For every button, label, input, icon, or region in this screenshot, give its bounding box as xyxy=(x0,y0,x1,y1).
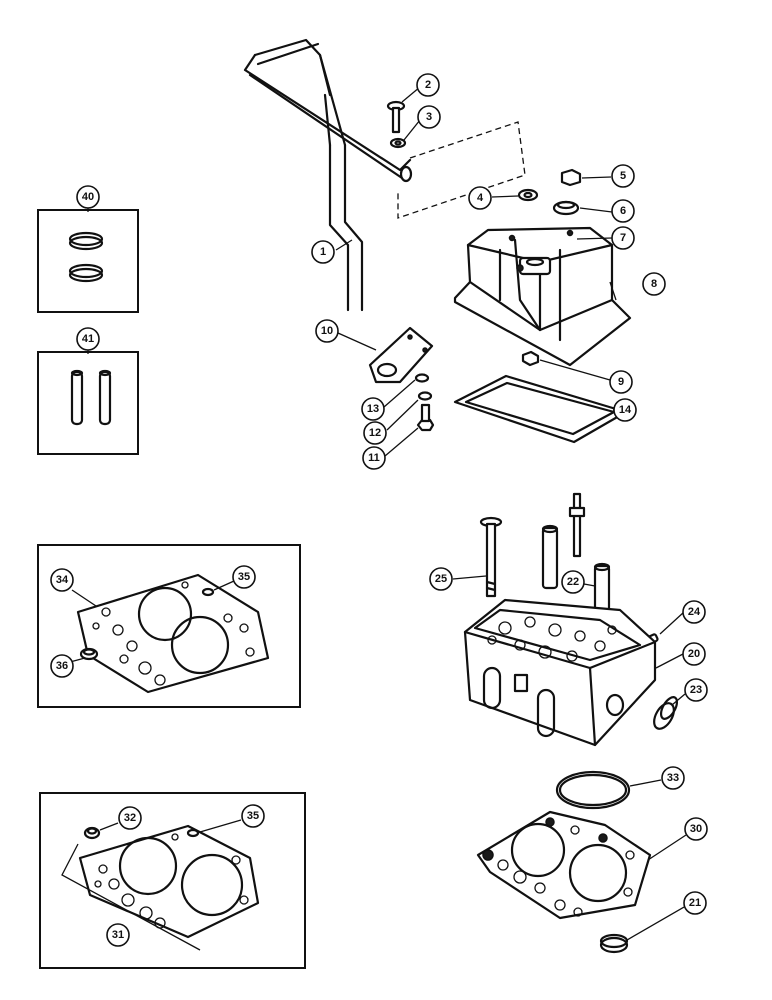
svg-text:24: 24 xyxy=(688,606,701,618)
svg-text:13: 13 xyxy=(367,403,379,415)
callout-25: 25 xyxy=(429,567,453,591)
ring-part-21 xyxy=(599,933,629,954)
svg-text:35: 35 xyxy=(247,810,259,822)
kit-box-41 xyxy=(37,350,139,455)
bolt-part-2 xyxy=(386,100,406,134)
head-gasket-part-30 xyxy=(476,810,652,920)
seal-ring-part-33 xyxy=(555,770,631,810)
washer-part-12 xyxy=(417,391,433,401)
head-bolt-part-25 xyxy=(479,516,503,598)
callout-32: 32 xyxy=(118,806,142,830)
lift-bar-part-1 xyxy=(243,38,413,312)
svg-text:14: 14 xyxy=(619,404,632,416)
callout-31: 31 xyxy=(106,923,130,947)
kit-box-gasket-31 xyxy=(39,792,306,969)
svg-text:10: 10 xyxy=(321,325,333,337)
svg-text:12: 12 xyxy=(369,427,381,439)
callout-21: 21 xyxy=(683,891,707,915)
svg-text:32: 32 xyxy=(124,812,136,824)
nut-part-9 xyxy=(521,350,540,367)
nut-part-5 xyxy=(560,168,582,187)
svg-text:20: 20 xyxy=(688,648,700,660)
svg-text:25: 25 xyxy=(435,573,447,585)
valve-cover-part-8 xyxy=(453,226,632,367)
leader-lines xyxy=(69,86,687,941)
callout-6: 6 xyxy=(611,199,635,223)
svg-text:34: 34 xyxy=(56,574,69,586)
stud-part xyxy=(568,492,586,558)
washer-part-4 xyxy=(517,188,539,202)
svg-text:23: 23 xyxy=(690,684,702,696)
callout-2: 2 xyxy=(416,73,440,97)
callout-24: 24 xyxy=(682,600,706,624)
svg-text:9: 9 xyxy=(618,376,624,388)
callout-20: 20 xyxy=(682,642,706,666)
callout-9: 9 xyxy=(609,370,633,394)
svg-text:5: 5 xyxy=(620,170,626,182)
callout-12: 12 xyxy=(363,421,387,445)
callout-1: 1 xyxy=(311,240,335,264)
svg-text:6: 6 xyxy=(620,205,626,217)
callout-10: 10 xyxy=(315,319,339,343)
cylinder-head-part-20 xyxy=(463,598,657,747)
kit-box-40 xyxy=(37,208,139,313)
svg-text:4: 4 xyxy=(477,192,484,204)
svg-text:3: 3 xyxy=(426,111,432,123)
callout-4: 4 xyxy=(468,186,492,210)
svg-text:40: 40 xyxy=(82,191,94,203)
callout-35-bottom: 35 xyxy=(241,804,265,828)
bracket-part-10 xyxy=(368,326,434,384)
callout-8: 8 xyxy=(642,272,666,296)
svg-text:36: 36 xyxy=(56,660,68,672)
svg-text:7: 7 xyxy=(620,232,626,244)
callout-41: 41 xyxy=(76,327,100,351)
callout-22: 22 xyxy=(561,570,585,594)
grommet-part-6 xyxy=(552,200,580,216)
svg-text:22: 22 xyxy=(567,576,579,588)
cover-gasket-part-14 xyxy=(453,374,628,444)
callout-35-top: 35 xyxy=(232,565,256,589)
callout-34: 34 xyxy=(50,568,74,592)
washer-part-3 xyxy=(389,137,407,149)
callout-40: 40 xyxy=(76,185,100,209)
svg-text:41: 41 xyxy=(82,333,94,345)
svg-text:33: 33 xyxy=(667,772,679,784)
svg-text:11: 11 xyxy=(368,452,380,464)
callout-11: 11 xyxy=(362,446,386,470)
svg-text:31: 31 xyxy=(112,929,124,941)
svg-text:30: 30 xyxy=(690,823,702,835)
svg-text:1: 1 xyxy=(320,246,326,258)
svg-text:8: 8 xyxy=(651,278,657,290)
washer-part-13 xyxy=(414,373,430,383)
assembly-dashed-line xyxy=(397,121,526,219)
svg-text:2: 2 xyxy=(425,79,431,91)
svg-text:21: 21 xyxy=(689,897,701,909)
callout-7: 7 xyxy=(611,226,635,250)
callout-33: 33 xyxy=(661,766,685,790)
callout-5: 5 xyxy=(611,164,635,188)
sleeve-part-22 xyxy=(541,524,611,618)
svg-text:35: 35 xyxy=(238,571,250,583)
callout-14: 14 xyxy=(613,398,637,422)
callout-13: 13 xyxy=(361,397,385,421)
kit-box-gasket-34 xyxy=(37,544,301,708)
cup-plug-part-23 xyxy=(653,696,679,730)
callout-3: 3 xyxy=(417,105,441,129)
callout-30: 30 xyxy=(684,817,708,841)
callout-23: 23 xyxy=(684,678,708,702)
callout-36: 36 xyxy=(50,654,74,678)
bolt-part-11 xyxy=(416,403,435,432)
